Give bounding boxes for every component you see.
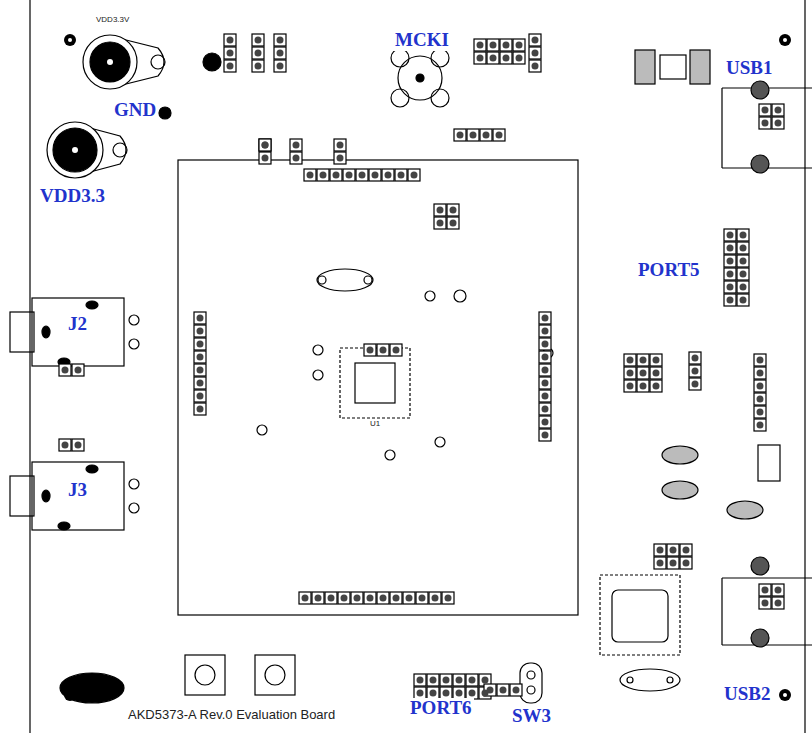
connector-label: PORT5 — [636, 260, 702, 281]
connector-label: MCKI — [393, 30, 451, 51]
connector-label: GND — [112, 100, 158, 121]
connector-label: VDD3.3 — [38, 186, 107, 207]
connector-label: PORT6 — [408, 698, 474, 719]
part-label: U1 — [368, 420, 382, 429]
board-title: AKD5373-A Rev.0 Evaluation Board — [126, 708, 337, 722]
connector-label: USB2 — [722, 684, 772, 705]
connector-label: J2 — [66, 314, 89, 335]
connector-label: J3 — [66, 480, 89, 501]
switch-label: SW3 — [510, 706, 553, 727]
connector-label: USB1 — [724, 58, 774, 79]
silkscreen-text: VDD3.3V — [94, 16, 131, 25]
